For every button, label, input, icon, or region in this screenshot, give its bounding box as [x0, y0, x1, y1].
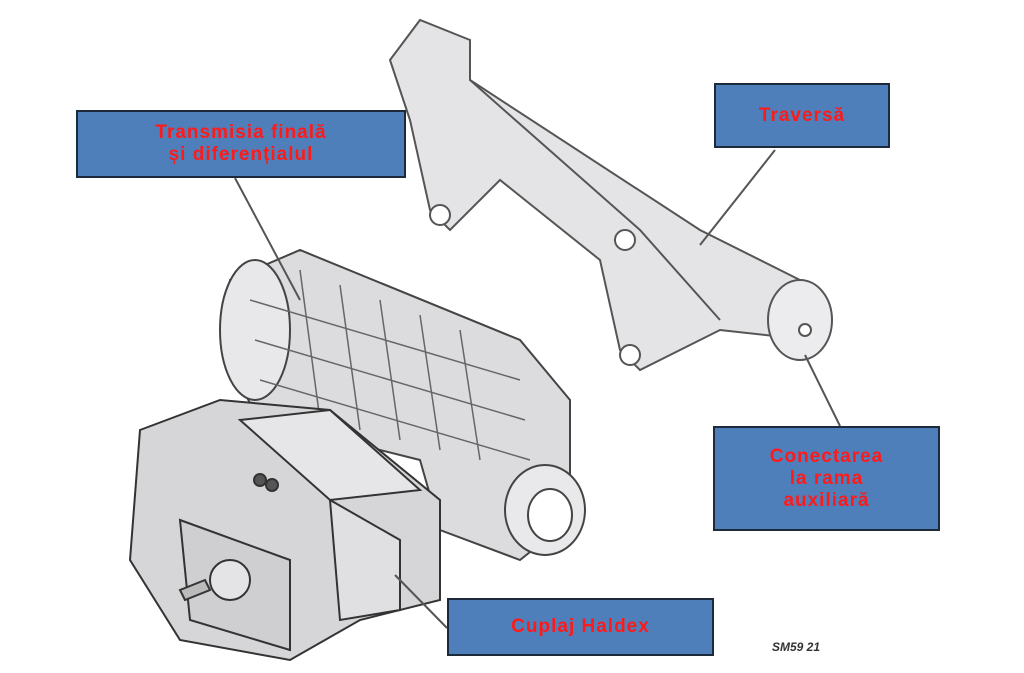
- leader-haldex: [394, 574, 448, 629]
- label-final-drive: Transmisia finală și diferențialul: [76, 110, 406, 178]
- leader-cross-member: [699, 149, 776, 246]
- leader-subframe: [804, 354, 841, 427]
- cross-member-drawing: [388, 18, 833, 372]
- leader-final-drive: [234, 177, 301, 301]
- label-cross-member: Traversă: [714, 83, 890, 148]
- label-subframe-connection: Conectarea la rama auxiliară: [713, 426, 940, 531]
- final-drive-housing-drawing: [219, 248, 586, 562]
- leader-lines: [234, 149, 841, 629]
- figure-code: SM59 21: [772, 640, 821, 654]
- label-haldex-coupling: Cuplaj Haldex: [447, 598, 714, 656]
- haldex-coupling-drawing: [128, 398, 441, 662]
